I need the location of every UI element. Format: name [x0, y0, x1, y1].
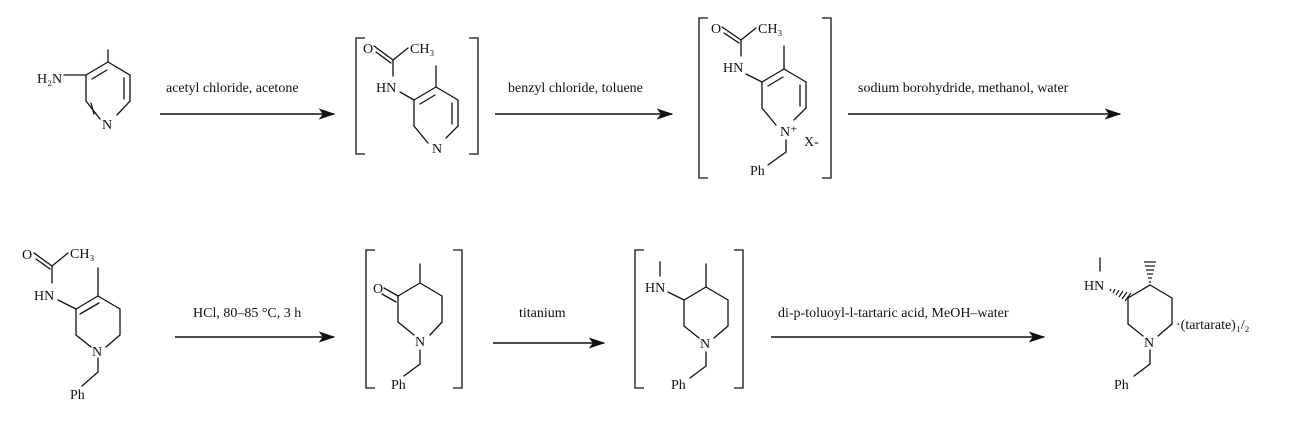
compound-aminomethylpyridine: H₂N N — [37, 49, 131, 133]
phenyl-label: Ph — [1114, 378, 1129, 393]
reaction-4-conditions: HCl, 80–85 °C, 3 h — [193, 306, 301, 321]
reaction-1-conditions: acetyl chloride, acetone — [166, 81, 299, 96]
right-bracket — [469, 37, 479, 155]
reaction-6-conditions: di-p-toluoyl-l-tartaric acid, MeOH–water — [778, 306, 1009, 321]
amine-nh-label: HN — [1084, 279, 1104, 294]
methyl-label: CH₃ — [410, 42, 434, 57]
carbonyl-oxygen-label: O — [711, 22, 721, 37]
phenyl-label: Ph — [750, 164, 765, 179]
methyl-label: CH₃ — [758, 22, 782, 37]
counterion-label: X- — [804, 135, 819, 150]
phenyl-label: Ph — [391, 378, 406, 393]
amine-nh-label: HN — [645, 281, 665, 296]
left-bracket — [355, 37, 365, 155]
compound-tetrahydropyridine-acetamide: O CH₃ HN N Ph — [22, 247, 121, 403]
amide-nh-label: HN — [34, 289, 54, 304]
amine-label: H₂N — [37, 72, 62, 87]
carbonyl-oxygen-label: O — [22, 248, 32, 263]
reaction-2-conditions: benzyl chloride, toluene — [508, 81, 643, 96]
amide-nh-label: HN — [376, 81, 396, 96]
left-bracket — [634, 249, 644, 389]
reaction-3-conditions: sodium borohydride, methanol, water — [858, 81, 1069, 96]
phenyl-label: Ph — [70, 388, 85, 403]
left-bracket — [698, 17, 708, 179]
ring-nitrogen-label: N — [415, 335, 425, 350]
compound-acetamidopyridine: O CH₃ HN N — [355, 37, 479, 157]
ring-nitrogen-label: N — [92, 345, 102, 360]
phenyl-label: Ph — [671, 378, 686, 393]
stereo-hashed-bond — [1144, 261, 1156, 283]
compound-methylaminopiperidine: HN N Ph — [634, 249, 744, 393]
right-bracket — [453, 249, 463, 389]
amide-nh-label: HN — [723, 61, 743, 76]
reaction-5-conditions: titanium — [519, 306, 566, 321]
right-bracket — [734, 249, 744, 389]
ring-nitrogen-label: N — [700, 337, 710, 352]
stereo-hashed-bond — [1109, 288, 1132, 302]
compound-final-tartarate-salt: HN N Ph ·(tartarate)₁/₂ — [1084, 257, 1250, 393]
ketone-oxygen-label: O — [373, 282, 383, 297]
right-bracket — [822, 17, 832, 179]
ring-nitrogen-label: N — [1144, 336, 1154, 351]
compound-benzylpyridinium-salt: O CH₃ HN N⁺ X- Ph — [698, 17, 832, 179]
tartarate-salt-label: ·(tartarate)₁/₂ — [1176, 318, 1250, 333]
pyridine-nitrogen-label: N — [102, 118, 112, 133]
compound-piperidinone: O N Ph — [365, 249, 463, 393]
methyl-label: CH₃ — [70, 247, 94, 262]
pyridine-nitrogen-label: N — [432, 142, 442, 157]
left-bracket — [365, 249, 375, 389]
carbonyl-oxygen-label: O — [363, 42, 373, 57]
pyridinium-nitrogen-label: N⁺ — [780, 125, 798, 140]
